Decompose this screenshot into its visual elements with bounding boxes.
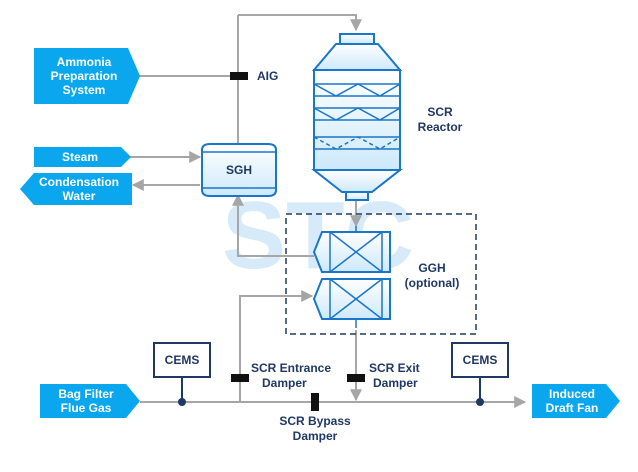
cems-right: CEMS [451, 342, 509, 406]
bypass-damper-label-1: SCR Bypass [279, 414, 351, 428]
tag-steam: Steam [34, 147, 131, 167]
induced-fan-label-1: Induced [549, 387, 595, 401]
ggh-label-1: GGH [418, 261, 445, 275]
tag-bag-filter: Bag Filter Flue Gas [40, 384, 140, 418]
aig-label: AIG [257, 69, 278, 83]
aig-valve: AIG [230, 69, 278, 83]
tag-condensation: Condensation Water [20, 173, 132, 205]
steam-label: Steam [62, 150, 98, 164]
induced-fan-label-2: Draft Fan [546, 401, 599, 415]
ggh-unit [312, 226, 391, 328]
scr-bypass-damper: SCR Bypass Damper [279, 393, 351, 443]
scr-reactor-label-1: SCR [427, 105, 453, 119]
ggh-to-sgh-pipe [232, 193, 314, 257]
scr-exit-damper: SCR Exit Damper [347, 361, 420, 390]
exit-damper-label-2: Damper [373, 376, 418, 390]
scr-reactor-label-2: Reactor [418, 120, 463, 134]
cems-right-label: CEMS [463, 353, 498, 367]
cems-left: CEMS [153, 342, 211, 406]
tag-ammonia: Ammonia Preparation System [34, 48, 140, 104]
ammonia-label-1: Ammonia [57, 55, 112, 69]
exit-damper-label-1: SCR Exit [369, 361, 420, 375]
bypass-damper-label-2: Damper [293, 429, 338, 443]
bag-filter-label-2: Flue Gas [61, 401, 112, 415]
entrance-damper-label-2: Damper [262, 376, 307, 390]
ggh-label-2: (optional) [405, 276, 460, 290]
entrance-branch-pipe [239, 290, 314, 402]
tag-induced-fan: Induced Draft Fan [532, 384, 620, 418]
ammonia-label-3: System [63, 83, 106, 97]
sgh-unit: SGH [201, 143, 277, 197]
scr-entrance-damper: SCR Entrance Damper [231, 361, 331, 390]
condensation-label-1: Condensation [39, 175, 119, 189]
scr-reactor [311, 33, 403, 201]
sgh-label: SGH [226, 163, 252, 177]
cems-left-label: CEMS [165, 353, 200, 367]
bag-filter-label-1: Bag Filter [58, 387, 114, 401]
ammonia-label-2: Preparation [51, 69, 118, 83]
reactor-inlet-pipe [238, 14, 362, 32]
ggh-optional-boundary [285, 213, 477, 335]
condensation-label-2: Water [63, 189, 96, 203]
entrance-damper-label-1: SCR Entrance [251, 361, 331, 375]
